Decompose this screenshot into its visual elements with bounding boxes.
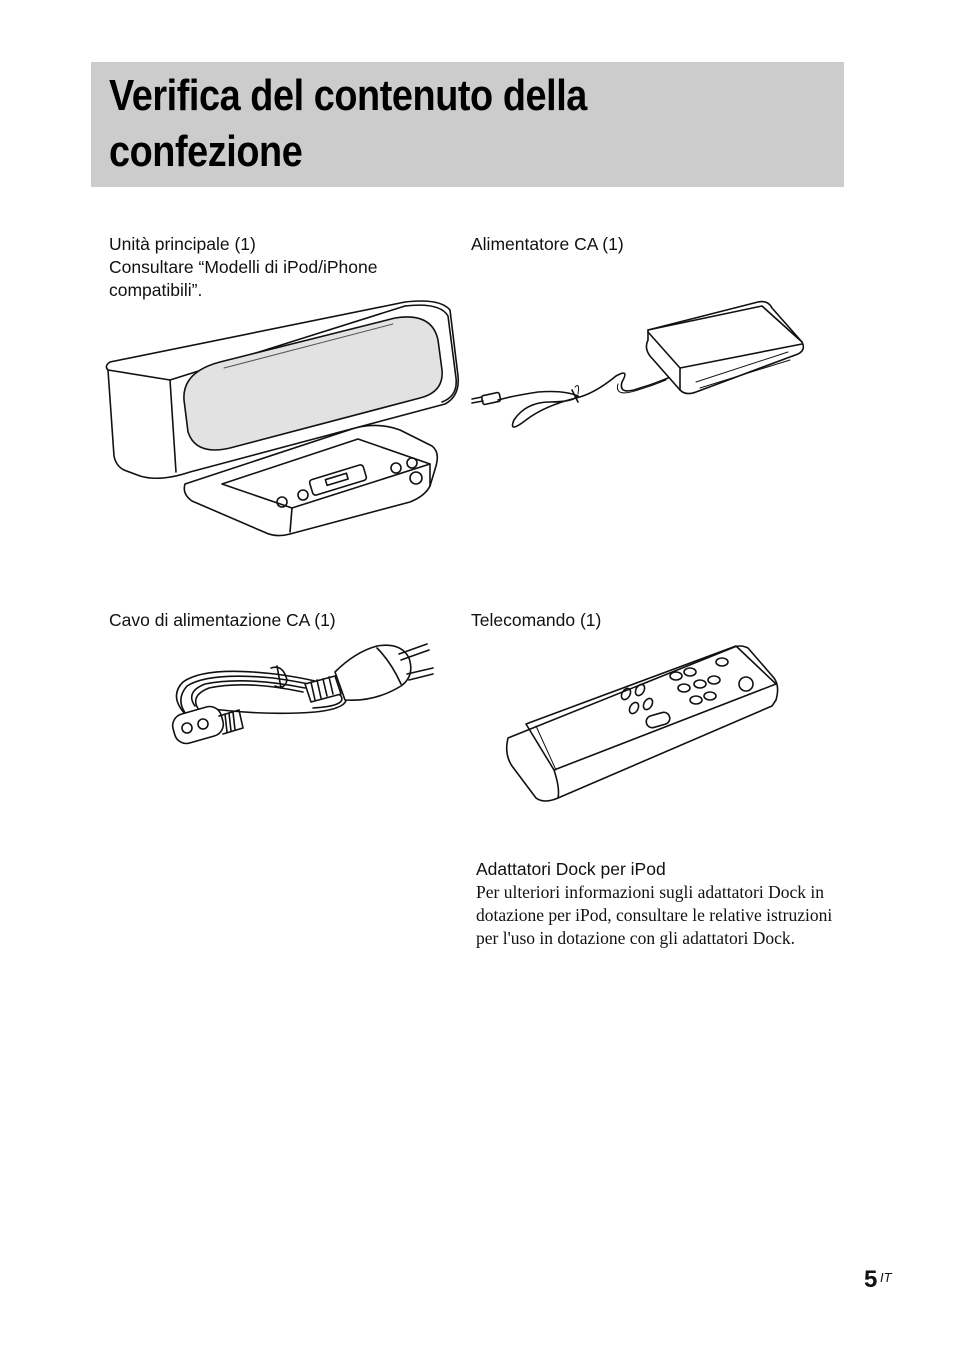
dock-adapters-label: Adattatori Dock per iPod <box>476 859 666 879</box>
power-cord-label: Cavo di alimentazione CA (1) <box>109 610 336 630</box>
page-language-suffix: IT <box>880 1270 892 1285</box>
power-cord-caption: Cavo di alimentazione CA (1) <box>109 609 336 632</box>
page-title-line-2: confezione <box>109 127 303 176</box>
speaker-dock-illustration <box>105 300 460 537</box>
ac-adaptor-label: Alimentatore CA (1) <box>471 234 624 254</box>
remote-label: Telecomando (1) <box>471 610 602 630</box>
page-title-line-1: Verifica del contenuto della <box>109 71 587 120</box>
remote-control-illustration <box>505 645 779 802</box>
remote-caption: Telecomando (1) <box>471 609 601 632</box>
main-unit-caption: Unità principale (1) Consultare “Modelli… <box>109 233 377 302</box>
main-unit-note-line-2: compatibili”. <box>109 280 203 300</box>
page-title: Verifica del contenuto della confezione <box>109 68 728 180</box>
main-unit-label: Unità principale (1) <box>109 234 256 254</box>
title-band: Verifica del contenuto della confezione <box>91 62 844 187</box>
dock-adapters-body-line-2: dotazione per iPod, consultare le relati… <box>476 905 833 925</box>
dock-adapters-note: Adattatori Dock per iPod Per ulteriori i… <box>476 858 832 950</box>
page-number: 5 <box>864 1266 878 1293</box>
ac-adaptor-illustration <box>471 300 805 428</box>
main-unit-note-line-1: Consultare “Modelli di iPod/iPhone <box>109 257 378 277</box>
dock-adapters-body-line-1: Per ulteriori informazioni sugli adattat… <box>476 882 824 902</box>
dock-adapters-body-line-3: per l'uso in dotazione con gli adattator… <box>476 928 796 948</box>
power-cord-illustration <box>171 643 434 745</box>
ac-adaptor-caption: Alimentatore CA (1) <box>471 233 624 256</box>
